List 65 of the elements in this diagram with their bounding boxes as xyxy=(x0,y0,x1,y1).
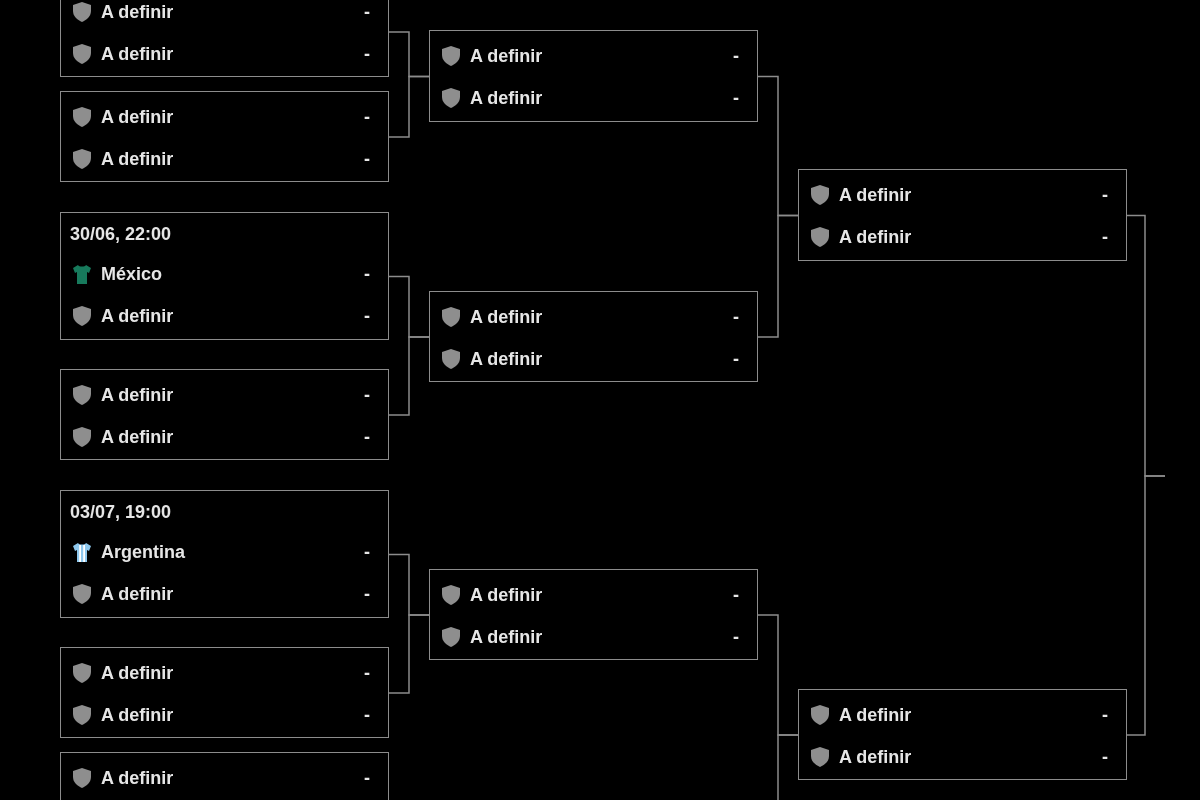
score: - xyxy=(364,263,370,285)
team-name: A definir xyxy=(101,106,174,128)
match-card xyxy=(798,689,1127,780)
score: - xyxy=(364,541,370,563)
team-name: Argentina xyxy=(101,541,185,563)
connector-line xyxy=(388,614,430,694)
connector-line xyxy=(777,734,799,800)
connector-line xyxy=(388,75,430,138)
score: - xyxy=(1102,184,1108,206)
score: - xyxy=(364,384,370,406)
team-name: A definir xyxy=(101,43,174,65)
score: - xyxy=(733,306,739,328)
match-card xyxy=(429,291,758,382)
team-name: A definir xyxy=(839,226,912,248)
team-name: A definir xyxy=(470,626,543,648)
score: - xyxy=(1102,226,1108,248)
match-card xyxy=(60,369,389,460)
team-name: A definir xyxy=(839,184,912,206)
team-name: A definir xyxy=(101,384,174,406)
team-name: A definir xyxy=(470,584,543,606)
team-name: A definir xyxy=(470,348,543,370)
score: - xyxy=(364,305,370,327)
match-card xyxy=(429,569,758,660)
team-name: A definir xyxy=(101,583,174,605)
connector-line xyxy=(1126,475,1166,736)
score: - xyxy=(364,767,370,789)
team-name: A definir xyxy=(101,662,174,684)
match-card xyxy=(60,490,389,618)
score: - xyxy=(364,426,370,448)
team-name: México xyxy=(101,263,163,285)
match-card xyxy=(60,212,389,340)
match-card xyxy=(429,30,758,122)
match-card xyxy=(60,647,389,738)
team-name: A definir xyxy=(470,306,543,328)
score: - xyxy=(364,704,370,726)
match-card xyxy=(798,169,1127,261)
score: - xyxy=(364,1,370,23)
match-card xyxy=(60,0,389,77)
score: - xyxy=(733,87,739,109)
team-name: A definir xyxy=(101,704,174,726)
team-name: A definir xyxy=(470,45,543,67)
score: - xyxy=(364,662,370,684)
match-date: 03/07, 19:00 xyxy=(70,501,172,523)
score: - xyxy=(364,106,370,128)
team-name: A definir xyxy=(101,426,174,448)
score: - xyxy=(733,45,739,67)
score: - xyxy=(733,626,739,648)
team-name: A definir xyxy=(470,87,543,109)
score: - xyxy=(364,43,370,65)
connector-line xyxy=(388,336,430,416)
score: - xyxy=(1102,746,1108,768)
score: - xyxy=(733,584,739,606)
team-name: A definir xyxy=(839,746,912,768)
team-name: A definir xyxy=(839,704,912,726)
team-name: A definir xyxy=(101,767,174,789)
team-name: A definir xyxy=(101,305,174,327)
match-card xyxy=(60,91,389,182)
score: - xyxy=(1102,704,1108,726)
match-date: 30/06, 22:00 xyxy=(70,223,172,245)
score: - xyxy=(364,583,370,605)
score: - xyxy=(733,348,739,370)
connector-line xyxy=(757,214,799,338)
score: - xyxy=(364,148,370,170)
team-name: A definir xyxy=(101,1,174,23)
team-name: A definir xyxy=(101,148,174,170)
